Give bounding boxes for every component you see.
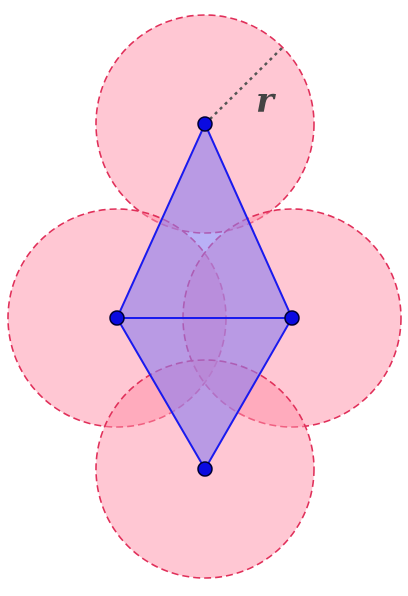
vertex-bottom[interactable] (197, 461, 213, 477)
vertex-points (109, 116, 300, 477)
vertex-left[interactable] (109, 310, 125, 326)
vertex-right[interactable] (284, 310, 300, 326)
vertex-top[interactable] (197, 116, 213, 132)
radius-line (204, 46, 284, 125)
radius-label: r (256, 81, 276, 121)
